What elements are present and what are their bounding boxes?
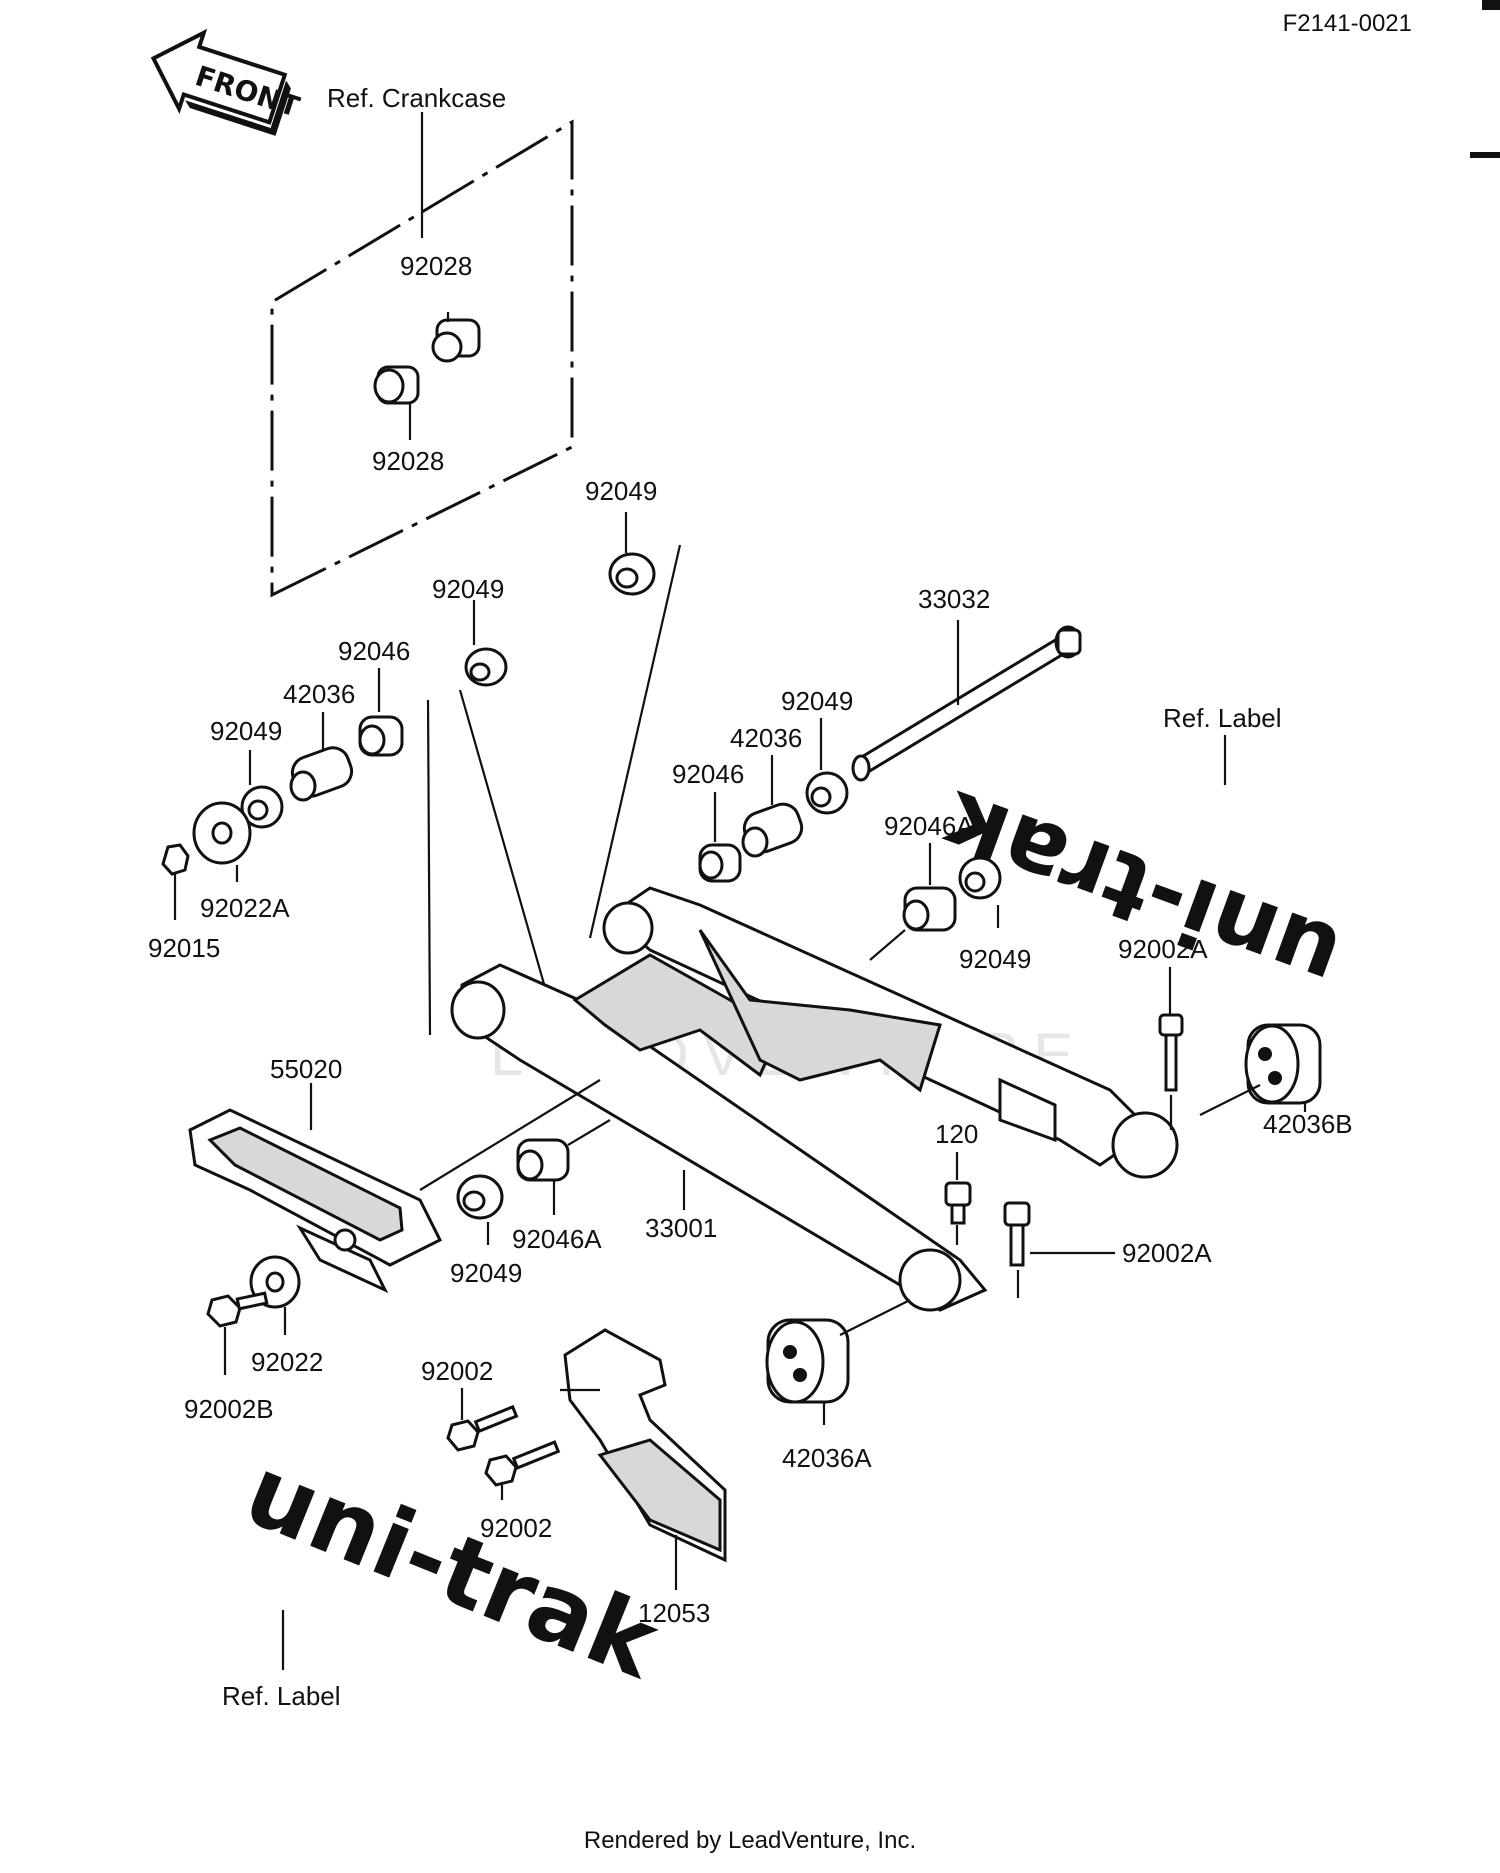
p92049-b-label: 92049 bbox=[432, 574, 504, 604]
p92002A-b-label: 92002A bbox=[1122, 1238, 1212, 1268]
p92046-b-label: 92046 bbox=[672, 759, 744, 789]
bolt-120 bbox=[944, 1181, 972, 1225]
bolt-92002A-upper bbox=[1158, 1013, 1184, 1092]
sleeve-92046-right bbox=[698, 843, 742, 883]
bushing-42036-right bbox=[741, 802, 804, 858]
p92022A-label: 92022A bbox=[200, 893, 290, 923]
p33001-label: 33001 bbox=[645, 1213, 717, 1243]
margin-tick-mid bbox=[1470, 152, 1500, 158]
p55020-label: 55020 bbox=[270, 1054, 342, 1084]
p33032-label: 33032 bbox=[918, 584, 990, 614]
pivot-shaft-33032 bbox=[851, 625, 1082, 782]
p42036A-label: 42036A bbox=[782, 1443, 872, 1473]
p120-label: 120 bbox=[935, 1119, 978, 1149]
p92002B-label: 92002B bbox=[184, 1394, 274, 1424]
p92046A-a-label: 92046A bbox=[884, 811, 974, 841]
chain-guide-55020 bbox=[188, 1108, 443, 1294]
p92049-e-label: 92049 bbox=[959, 944, 1031, 974]
diagram-code: F2141-0021 bbox=[1282, 10, 1412, 37]
p92002-b-label: 92002 bbox=[480, 1513, 552, 1543]
front-arrow-icon: FRONT bbox=[150, 28, 303, 136]
p12053-label: 12053 bbox=[638, 1598, 710, 1628]
bolt-92002B bbox=[206, 1291, 269, 1328]
p92049-a-label: 92049 bbox=[585, 476, 657, 506]
sleeve-92046A-upper bbox=[902, 886, 957, 932]
p92046A-b-label: 92046A bbox=[512, 1224, 602, 1254]
bushing-92028-upper bbox=[431, 318, 481, 363]
footer-credit: Rendered by LeadVenture, Inc. bbox=[583, 1827, 917, 1854]
bolt-92002-upper bbox=[446, 1404, 519, 1452]
ref-crankcase-label: Ref. Crankcase bbox=[327, 83, 506, 113]
bushing-42036A bbox=[765, 1318, 850, 1404]
sleeve-92046A-lower bbox=[516, 1138, 570, 1182]
p92015-label: 92015 bbox=[148, 933, 220, 963]
decal-unitrak-bottom: uni-trak bbox=[231, 1435, 675, 1701]
bolt-92002-lower bbox=[484, 1440, 561, 1487]
p92046-a-label: 92046 bbox=[338, 636, 410, 666]
crankcase-reference-box bbox=[270, 119, 574, 598]
sleeve-92046-left bbox=[358, 715, 404, 757]
p42036-b-label: 42036 bbox=[730, 723, 802, 753]
swingarm-33001 bbox=[450, 886, 1179, 1312]
p92002A-a-label: 92002A bbox=[1118, 934, 1208, 964]
chain-guard-12053 bbox=[563, 1328, 727, 1563]
margin-tick-top bbox=[1482, 0, 1500, 10]
ref-label-bottom: Ref. Label bbox=[222, 1681, 341, 1711]
ref-label-top: Ref. Label bbox=[1163, 703, 1282, 733]
p92049-c-label: 92049 bbox=[210, 716, 282, 746]
p92028-top-label: 92028 bbox=[400, 251, 472, 281]
p92002-a-label: 92002 bbox=[421, 1356, 493, 1386]
p42036B-label: 42036B bbox=[1263, 1109, 1353, 1139]
p92022-label: 92022 bbox=[251, 1347, 323, 1377]
nut-92015 bbox=[161, 843, 190, 876]
bushing-42036-left bbox=[289, 746, 354, 802]
bolt-92002A-lower bbox=[1003, 1201, 1031, 1267]
bushing-92028-lower bbox=[373, 365, 420, 405]
bushing-42036B bbox=[1244, 1023, 1322, 1105]
p92049-d-label: 92049 bbox=[781, 686, 853, 716]
p92049-f-label: 92049 bbox=[450, 1258, 522, 1288]
p92028-bottom-label: 92028 bbox=[372, 446, 444, 476]
p42036-a-label: 42036 bbox=[283, 679, 355, 709]
